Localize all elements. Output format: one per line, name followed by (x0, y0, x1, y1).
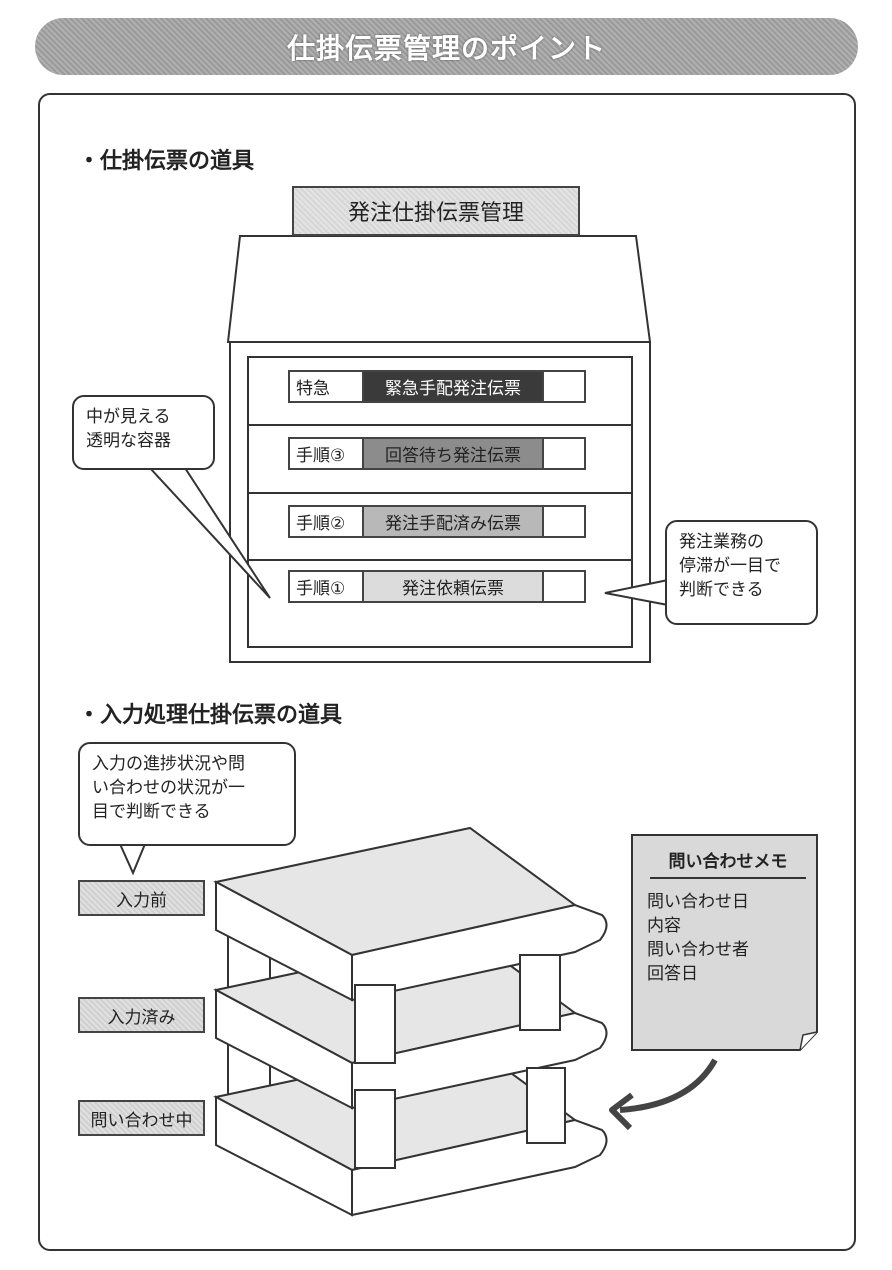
tray-label-input-done: 入力済み (78, 997, 205, 1033)
callout-line: 目で判断できる (92, 802, 211, 822)
tray-label-inquiring: 問い合わせ中 (78, 1100, 205, 1136)
callout-line: 入力の進捗状況や問 (92, 754, 245, 774)
drawer-name: 発注手配済み伝票 (364, 507, 544, 536)
content-frame (38, 93, 856, 1251)
page-title: 仕掛伝票管理のポイント (286, 31, 606, 65)
memo-item: 問い合わせ者 (647, 940, 749, 960)
tray-label-before-input: 入力前 (78, 880, 205, 916)
memo-item: 問い合わせ日 (647, 892, 749, 912)
drawer-name: 緊急手配発注伝票 (364, 372, 544, 401)
callout-line: 停滞が一目で (679, 556, 781, 576)
drawer-step: 手順② (290, 507, 364, 536)
callout-line: い合わせの状況が一 (92, 778, 245, 798)
tray-tape (354, 1089, 396, 1169)
drawer-name: 発注依頼伝票 (364, 572, 544, 601)
title-banner: 仕掛伝票管理のポイント (35, 18, 858, 75)
callout-line: 判断できる (679, 580, 764, 600)
cabinet-label: 発注仕掛伝票管理 (292, 186, 580, 236)
drawer-step: 特急 (290, 372, 364, 401)
section-heading-tools: ・仕掛伝票の道具 (78, 149, 255, 174)
tray-tape (354, 984, 396, 1064)
section-heading-input-tools: ・入力処理仕掛伝票の道具 (78, 703, 343, 728)
drawer-name: 回答待ち発注伝票 (364, 439, 544, 468)
tray-tape (526, 1067, 566, 1144)
drawer-step: 手順③ (290, 439, 364, 468)
callout-line: 発注業務の (679, 532, 764, 552)
callout-line: 透明な容器 (86, 431, 171, 451)
drawer-label-step1[interactable]: 手順① 発注依頼伝票 (288, 570, 586, 603)
memo-items: 問い合わせ日 内容 問い合わせ者 回答日 (647, 890, 749, 986)
callout-line: 中が見える (86, 407, 171, 427)
drawer-label-urgent[interactable]: 特急 緊急手配発注伝票 (288, 370, 586, 403)
drawer-label-step2[interactable]: 手順② 発注手配済み伝票 (288, 505, 586, 538)
drawer-step: 手順① (290, 572, 364, 601)
arrow-curve (619, 1058, 718, 1113)
tray-tape (519, 954, 561, 1031)
memo-folded-corner (799, 1031, 818, 1051)
memo-item: 回答日 (647, 964, 698, 984)
drawer-label-step3[interactable]: 手順③ 回答待ち発注伝票 (288, 437, 586, 470)
memo-item: 内容 (647, 916, 681, 936)
callout-input-status: 入力の進捗状況や問 い合わせの状況が一 目で判断できる (78, 742, 296, 846)
arrow-head-icon (609, 1092, 634, 1131)
callout-transparent-container: 中が見える 透明な容器 (72, 395, 215, 470)
callout-stagnation: 発注業務の 停滞が一目で 判断できる (665, 520, 818, 625)
memo-title: 問い合わせメモ (668, 852, 788, 872)
